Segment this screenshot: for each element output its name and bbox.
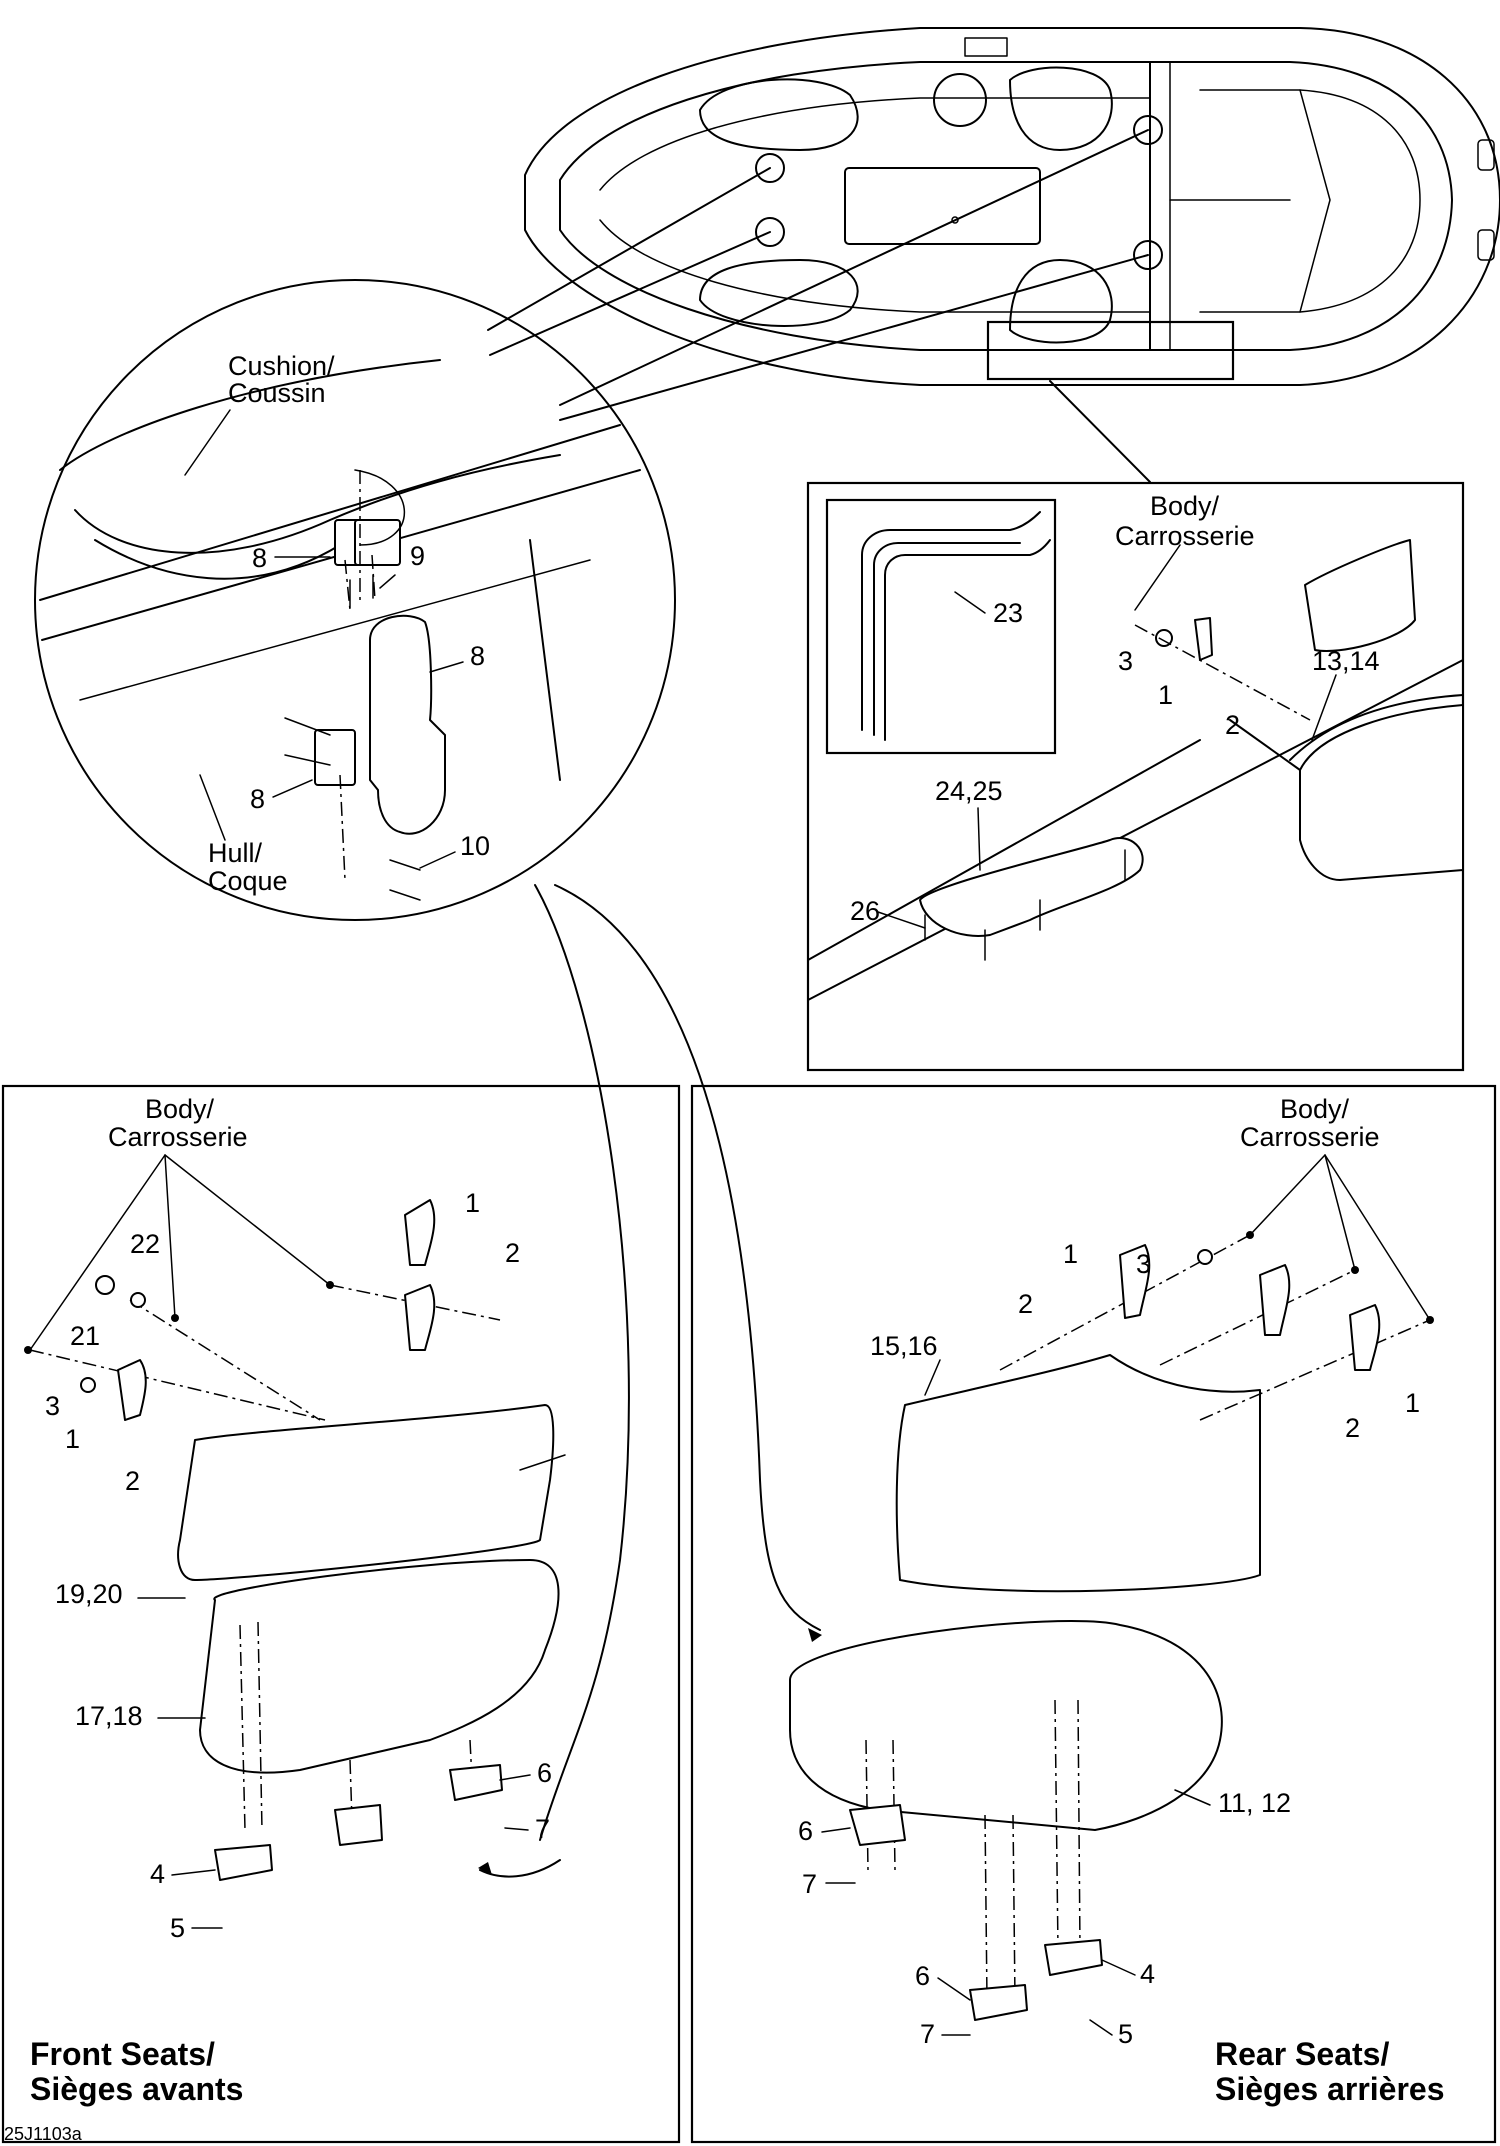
callout-7-front: 7 (535, 1814, 550, 1844)
callout-1-front-b: 1 (65, 1424, 80, 1454)
front-seats-title-fr: Sièges avants (30, 2071, 243, 2107)
rear-seats-panel (690, 1084, 1497, 2144)
body-label-armrest: Body/ (1150, 491, 1220, 521)
boat-top-view (524, 27, 1500, 386)
body-label-armrest-fr: Carrosserie (1115, 521, 1255, 551)
detail-circle (34, 279, 676, 921)
callout-21: 21 (70, 1321, 100, 1351)
cushion-label-fr: Coussin (228, 378, 326, 408)
callout-10: 10 (460, 831, 490, 861)
callout-2-rear-b: 2 (1345, 1413, 1360, 1443)
callout-19-20: 19,20 (55, 1579, 123, 1609)
callout-6-rear-a: 6 (798, 1816, 813, 1846)
body-label-rear-fr: Carrosserie (1240, 1122, 1380, 1152)
callout-22: 22 (130, 1229, 160, 1259)
callout-3-front: 3 (45, 1391, 60, 1421)
callout-5-rear: 5 (1118, 2019, 1133, 2049)
callout-1-front-a: 1 (465, 1188, 480, 1218)
callout-3-rear: 3 (1136, 1249, 1151, 1279)
callout-5-front: 5 (170, 1913, 185, 1943)
callout-23: 23 (993, 598, 1023, 628)
callout-3-armrest: 3 (1118, 646, 1133, 676)
callout-8-latch: 8 (470, 641, 485, 671)
callout-13-14: 13,14 (1312, 646, 1380, 676)
figure-code: 25J1103a (4, 2124, 83, 2144)
labels: Cushion/ Coussin Hull/ Coque Body/ Carro… (4, 351, 1445, 2144)
callout-7-rear-b: 7 (920, 2019, 935, 2049)
callout-1-rear-a: 1 (1063, 1239, 1078, 1269)
callout-leaders (137, 409, 1337, 2036)
hull-label: Hull/ (208, 838, 263, 868)
callout-4-rear: 4 (1140, 1959, 1155, 1989)
callout-8-hinge: 8 (252, 543, 267, 573)
body-label-rear: Body/ (1280, 1094, 1350, 1124)
callout-4-front: 4 (150, 1859, 165, 1889)
callout-1-armrest: 1 (1158, 680, 1173, 710)
callout-8-bracket: 8 (250, 784, 265, 814)
callout-24-25: 24,25 (935, 776, 1003, 806)
callout-17-18: 17,18 (75, 1701, 143, 1731)
callout-6-rear-b: 6 (915, 1961, 930, 1991)
callout-15-16: 15,16 (870, 1331, 938, 1361)
body-label-front-fr: Carrosserie (108, 1122, 248, 1152)
body-label-front: Body/ (145, 1094, 215, 1124)
rear-seats-title: Rear Seats/ (1215, 2036, 1389, 2072)
callout-9: 9 (410, 541, 425, 571)
callout-6-front: 6 (537, 1758, 552, 1788)
leader-lines (479, 129, 1151, 1878)
callout-2-rear-a: 2 (1018, 1289, 1033, 1319)
callout-7-rear-a: 7 (802, 1869, 817, 1899)
callout-2-front-a: 2 (505, 1238, 520, 1268)
arrows (478, 1628, 822, 1875)
callout-11-12: 11, 12 (1218, 1788, 1291, 1818)
callout-1-rear-b: 1 (1405, 1388, 1420, 1418)
callout-26: 26 (850, 896, 880, 926)
armrest-detail-box (806, 481, 1465, 1072)
front-seats-panel (1, 1084, 681, 2144)
front-seats-title: Front Seats/ (30, 2036, 215, 2072)
callout-2-armrest: 2 (1225, 710, 1240, 740)
callout-2-front-b: 2 (125, 1466, 140, 1496)
callouts: 8 9 8 8 10 23 3 1 2 13,14 24,25 26 1 2 2… (45, 541, 1420, 2049)
rear-seats-title-fr: Sièges arrières (1215, 2071, 1445, 2107)
cushion-label: Cushion/ (228, 351, 335, 381)
hull-label-fr: Coque (208, 866, 288, 896)
